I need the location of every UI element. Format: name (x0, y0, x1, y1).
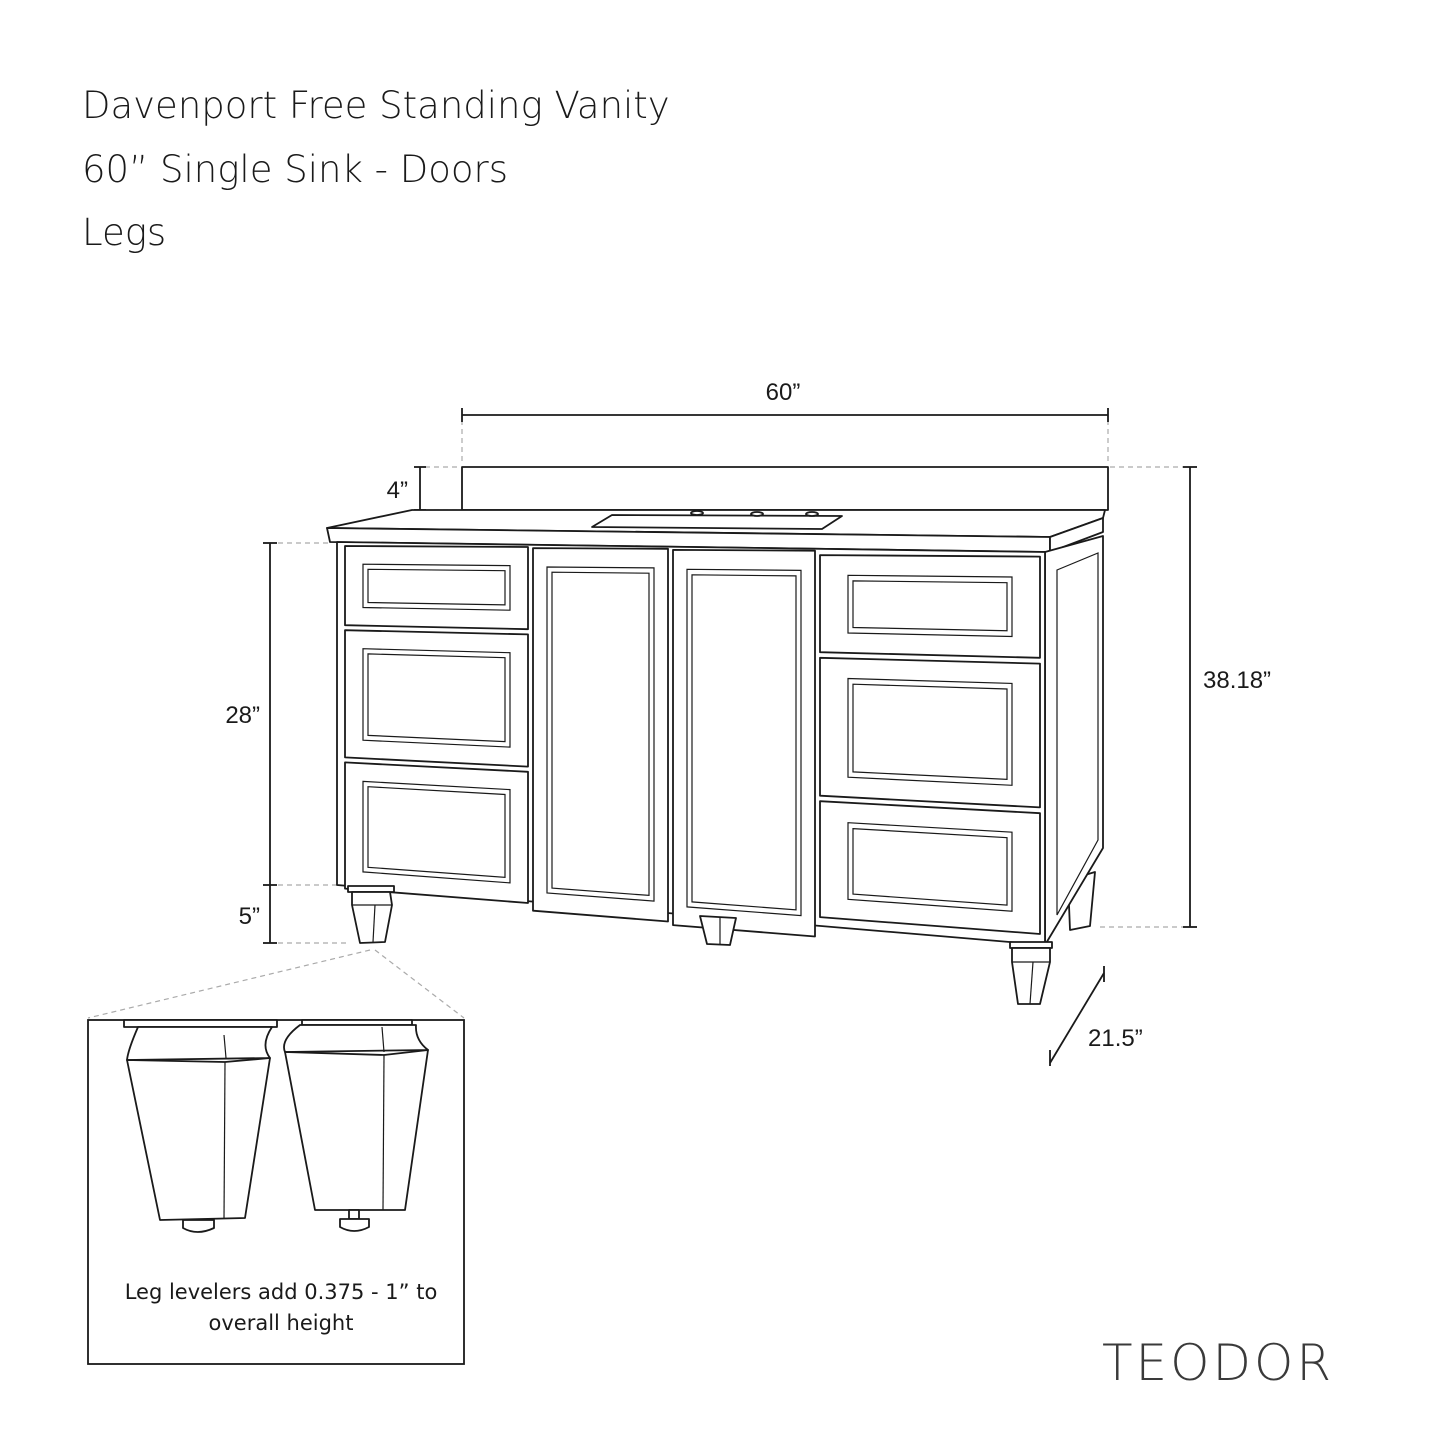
left-drawer-top-panel-inner (367, 568, 506, 606)
dimension-cabinet-height: 28” (225, 542, 277, 886)
front-right-leg (1009, 941, 1053, 1005)
left-drawer-bottom (344, 761, 529, 904)
front-middle-leg (699, 915, 737, 946)
left-door (532, 547, 669, 923)
backsplash-label: 4” (387, 477, 408, 504)
right-door (672, 549, 816, 938)
vanity-drawing (326, 466, 1109, 1005)
front-left-leg (347, 885, 395, 944)
faucet-holes (690, 510, 819, 517)
right-drawer-bottom-panel-inner (852, 827, 1008, 906)
right-drawer-middle-panel (847, 677, 1013, 786)
left-drawer-top (344, 545, 529, 631)
left-drawer-top-panel (362, 563, 511, 611)
inset-note-line-1: Leg levelers add 0.375 - 1” to (125, 1280, 438, 1304)
dimension-overall-height: 38.18” (1183, 466, 1271, 928)
side-panel-inset (1056, 552, 1099, 916)
left-drawer-bottom-panel (362, 780, 511, 884)
dimension-leg-height: 5” (239, 885, 277, 944)
right-drawer-top-panel (847, 574, 1013, 638)
right-door-panel (686, 568, 802, 917)
dimension-backsplash: 4” (387, 466, 426, 511)
extension-lines (87, 420, 1185, 1019)
left-drawer-middle-panel-inner (367, 653, 506, 743)
countertop-side-edge (1049, 517, 1104, 553)
backsplash (461, 466, 1109, 511)
left-door-panel (546, 566, 655, 902)
title-line-3: Legs (82, 211, 166, 254)
right-door-panel-inner (691, 574, 797, 911)
overall-height-label: 38.18” (1203, 667, 1271, 694)
left-drawer-middle-panel (362, 648, 511, 748)
cabinet-height-label: 28” (225, 702, 260, 729)
depth-label: 21.5” (1088, 1025, 1143, 1052)
left-door-panel-inner (551, 571, 650, 897)
sink (591, 514, 843, 530)
right-drawer-top-panel-inner (852, 580, 1008, 632)
leg-detail-retracted (123, 1019, 278, 1233)
width-label: 60” (766, 379, 801, 406)
title-line-1: Davenport Free Standing Vanity (82, 84, 670, 127)
leg-height-label: 5” (239, 903, 260, 930)
teodor-logo: TEODOR (1102, 1334, 1334, 1392)
leg-leveler-inset: Leg levelers add 0.375 - 1” to overall h… (87, 1019, 465, 1365)
leg-detail-extended (283, 1019, 429, 1232)
right-drawer-bottom-panel (847, 822, 1013, 912)
right-drawer-middle-panel-inner (852, 683, 1008, 781)
left-drawer-middle (344, 629, 529, 768)
dimension-width: 60” (461, 379, 1109, 422)
dimension-depth: 21.5” (1049, 966, 1143, 1066)
inset-note-line-2: overall height (209, 1311, 354, 1335)
title-line-2: 60” Single Sink - Doors (82, 148, 508, 191)
cabinet-fronts (344, 545, 1041, 938)
left-drawer-bottom-panel-inner (367, 786, 506, 879)
right-drawer-middle (819, 656, 1041, 809)
